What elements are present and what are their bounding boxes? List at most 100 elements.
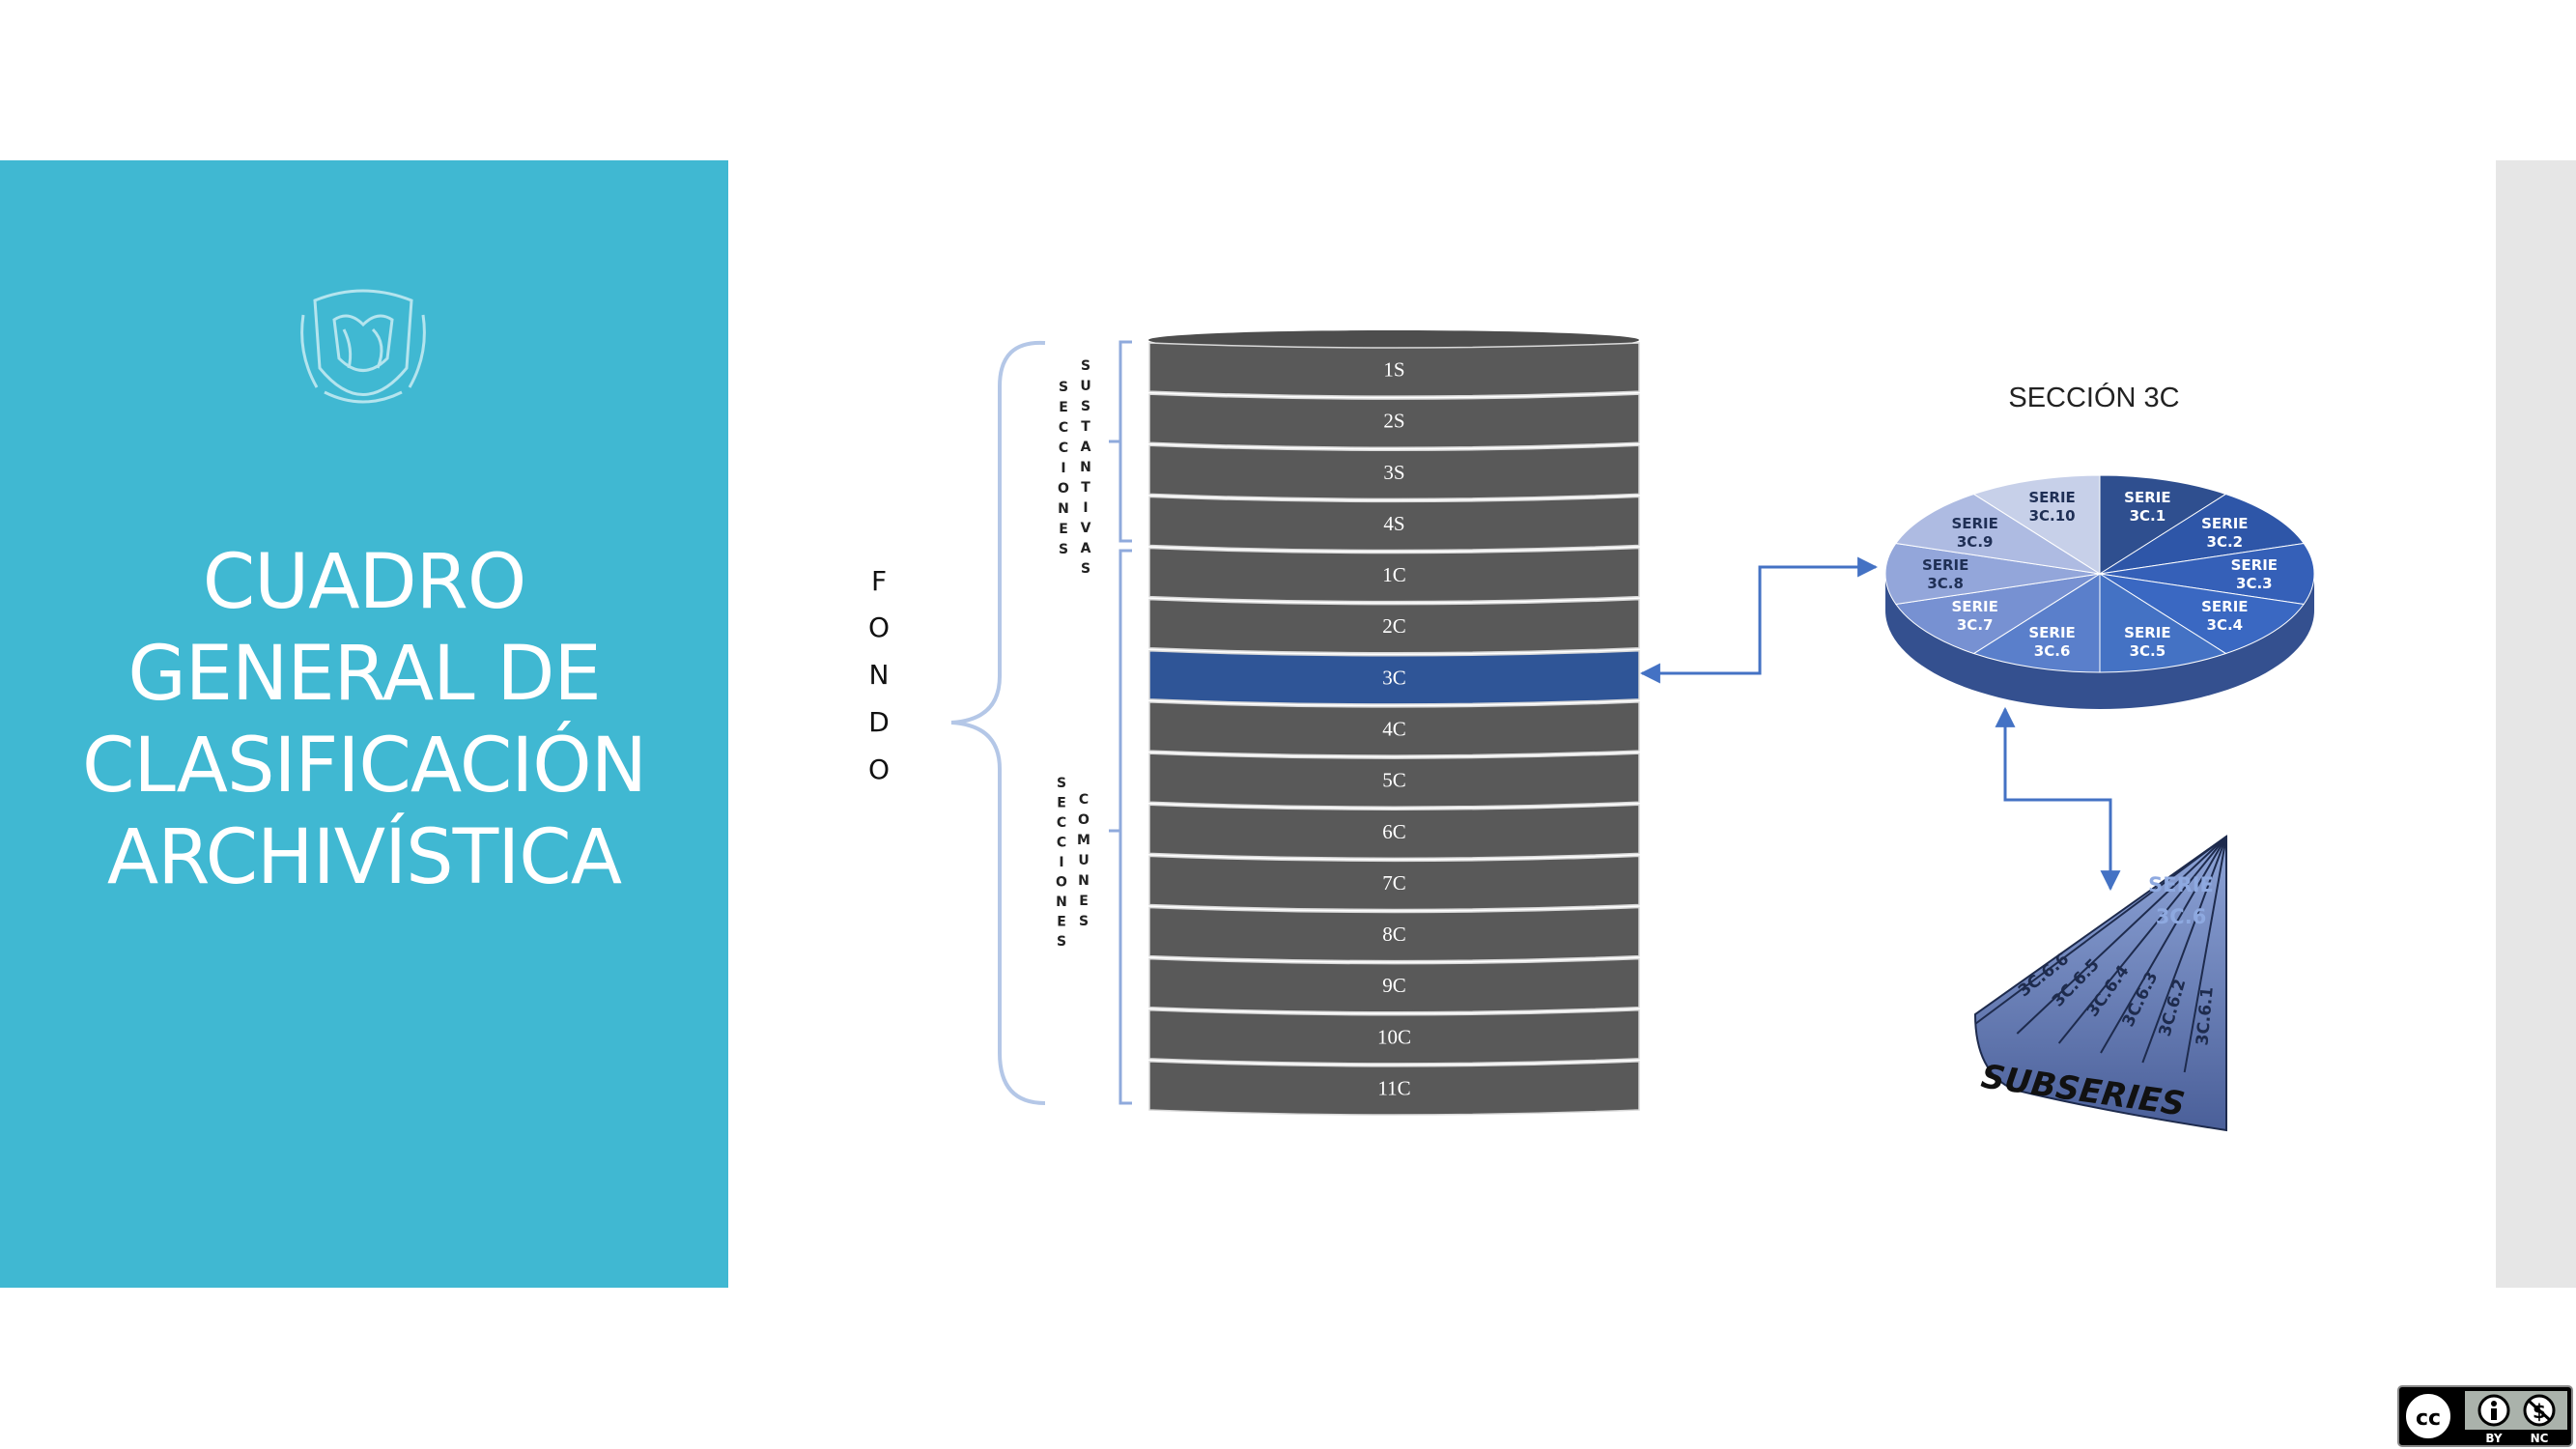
vertical-letter: S [1081, 399, 1090, 414]
vertical-letter: M [1077, 833, 1090, 848]
title-panel: CUADRO GENERAL DE CLASIFICACIÓN ARCHIVÍS… [0, 160, 728, 1288]
cc-label: cc [2416, 1406, 2441, 1431]
vertical-letter: E [1079, 894, 1089, 909]
section-drawer[interactable]: 1S [1148, 342, 1640, 397]
fondo-letter: D [868, 706, 890, 738]
section-label: 11C [1377, 1076, 1410, 1099]
section-drawer[interactable]: 4C [1148, 701, 1640, 756]
pie-slice [2099, 573, 2306, 655]
pie-slice [2099, 474, 2227, 575]
side-strip [2496, 160, 2576, 1288]
section-drawer[interactable]: 11C [1148, 1061, 1640, 1116]
vertical-letter: E [1057, 796, 1066, 811]
pie-title: SECCIÓN 3C [2008, 382, 2179, 413]
vertical-letter: S [1057, 776, 1066, 791]
vertical-letter: O [1058, 481, 1069, 497]
section-label: 3C [1382, 666, 1406, 689]
section-label: 1C [1382, 563, 1406, 586]
fondo-letter: N [869, 659, 890, 691]
vertical-letter: C [1057, 815, 1066, 831]
cc-icon [2402, 1390, 2454, 1442]
cabinet-top [1148, 330, 1639, 350]
title-line: ARCHIVÍSTICA [106, 814, 622, 901]
section-drawer[interactable]: 2C [1148, 598, 1640, 654]
section-drawer[interactable]: 9C [1148, 957, 1640, 1013]
vertical-letter: N [1078, 873, 1090, 889]
section-drawer[interactable]: 1C [1148, 547, 1640, 603]
vertical-letter: C [1059, 440, 1068, 456]
section-drawer[interactable]: 3C [1148, 650, 1640, 705]
vertical-letter: C [1059, 420, 1068, 436]
vertical-letter: N [1058, 501, 1069, 517]
fondo-brace [950, 340, 1046, 1105]
pie-slice [2099, 542, 2315, 606]
pie-slice [1894, 493, 2101, 575]
section-label: 1S [1383, 358, 1404, 382]
section-label: 4S [1383, 512, 1404, 535]
vertical-letter: E [1059, 400, 1068, 415]
pie-slice [1972, 474, 2101, 575]
by-label: BY [2485, 1432, 2502, 1445]
section-label: 8C [1382, 923, 1406, 946]
section-label: 5C [1382, 769, 1406, 792]
pie-slice [2099, 493, 2306, 575]
section-label: 2C [1382, 614, 1406, 638]
section-label: 7C [1382, 871, 1406, 895]
vertical-letter: S [1079, 914, 1089, 929]
section-drawer[interactable]: 4S [1148, 496, 1640, 552]
section-drawer[interactable]: 7C [1148, 855, 1640, 911]
sustantivas-bracket [1109, 340, 1132, 543]
unam-seal-icon [300, 289, 426, 404]
vertical-letter: N [1080, 460, 1091, 475]
vertical-letter: S [1081, 358, 1090, 374]
title-line: CLASIFICACIÓN [81, 723, 647, 810]
vertical-letter: A [1081, 541, 1091, 556]
section-label: 4C [1382, 718, 1406, 741]
section-drawer[interactable]: 5C [1148, 753, 1640, 808]
vertical-letter: C [1079, 792, 1089, 808]
fondo-letter: O [868, 753, 890, 785]
section-label: 3S [1383, 461, 1404, 484]
vertical-letter: I [1059, 855, 1063, 870]
title-line: CUADRO [202, 539, 527, 626]
vertical-letter: I [1061, 461, 1065, 476]
vertical-letter: A [1081, 440, 1091, 455]
pie-slice [1894, 573, 2101, 655]
vertical-letter: S [1059, 380, 1068, 395]
section-label: 10C [1377, 1025, 1411, 1048]
vertical-letter: O [1056, 875, 1067, 891]
section-drawer[interactable]: 8C [1148, 906, 1640, 962]
vertical-letter: S [1057, 934, 1066, 950]
page-title: CUADRO GENERAL DE CLASIFICACIÓN ARCHIVÍS… [29, 537, 699, 904]
vertical-letter: O [1078, 812, 1090, 828]
section-drawer[interactable]: 3S [1148, 444, 1640, 500]
section-drawer[interactable]: 6C [1148, 804, 1640, 860]
vertical-letter: T [1081, 480, 1090, 496]
vertical-letter: S [1059, 542, 1068, 557]
nc-label: NC [2531, 1432, 2549, 1445]
vertical-letter: U [1080, 379, 1090, 394]
section-drawers: 1S 2S 3S 4S 1C 2C 3C 4C 5C 6C 7C 8C 9C 10C 11C [1148, 342, 1640, 1116]
vertical-letter: T [1081, 419, 1090, 435]
pie-slice [1972, 573, 2101, 673]
section-label: 9C [1382, 974, 1406, 997]
vertical-letter: S [1081, 561, 1090, 577]
pie-slice [1884, 542, 2101, 606]
section-drawer[interactable]: 2S [1148, 393, 1640, 449]
section-drawer[interactable]: 10C [1148, 1009, 1640, 1065]
